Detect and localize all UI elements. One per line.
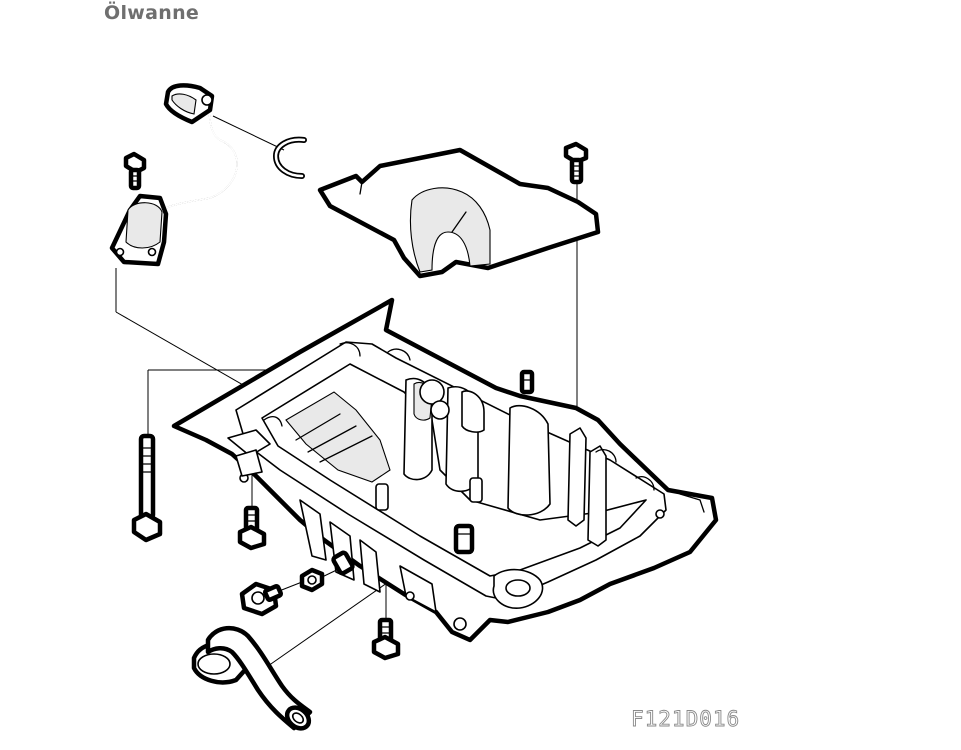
dowel-sleeve: [519, 369, 535, 395]
long-pan-bolt: [131, 433, 163, 543]
oil-pickup-tube: [191, 626, 313, 731]
pan-insert-sleeve: [453, 523, 475, 555]
sensor-bolt: [123, 151, 147, 191]
oil-pan: [171, 297, 719, 643]
drain-plug: [239, 581, 284, 617]
page-title: Ölwanne: [104, 2, 200, 24]
drain-plug-seal: [299, 567, 325, 593]
figure-code: F121D016: [631, 707, 741, 732]
baffle-bolt: [563, 141, 589, 185]
oil-level-sensor: [109, 83, 238, 267]
short-pan-bolt-left: [237, 505, 267, 551]
oil-pan-threaded-fitting: [331, 550, 355, 576]
retaining-clip: [272, 136, 307, 179]
short-pan-bolt-bottom: [371, 617, 401, 661]
baffle-plate: [317, 147, 601, 279]
